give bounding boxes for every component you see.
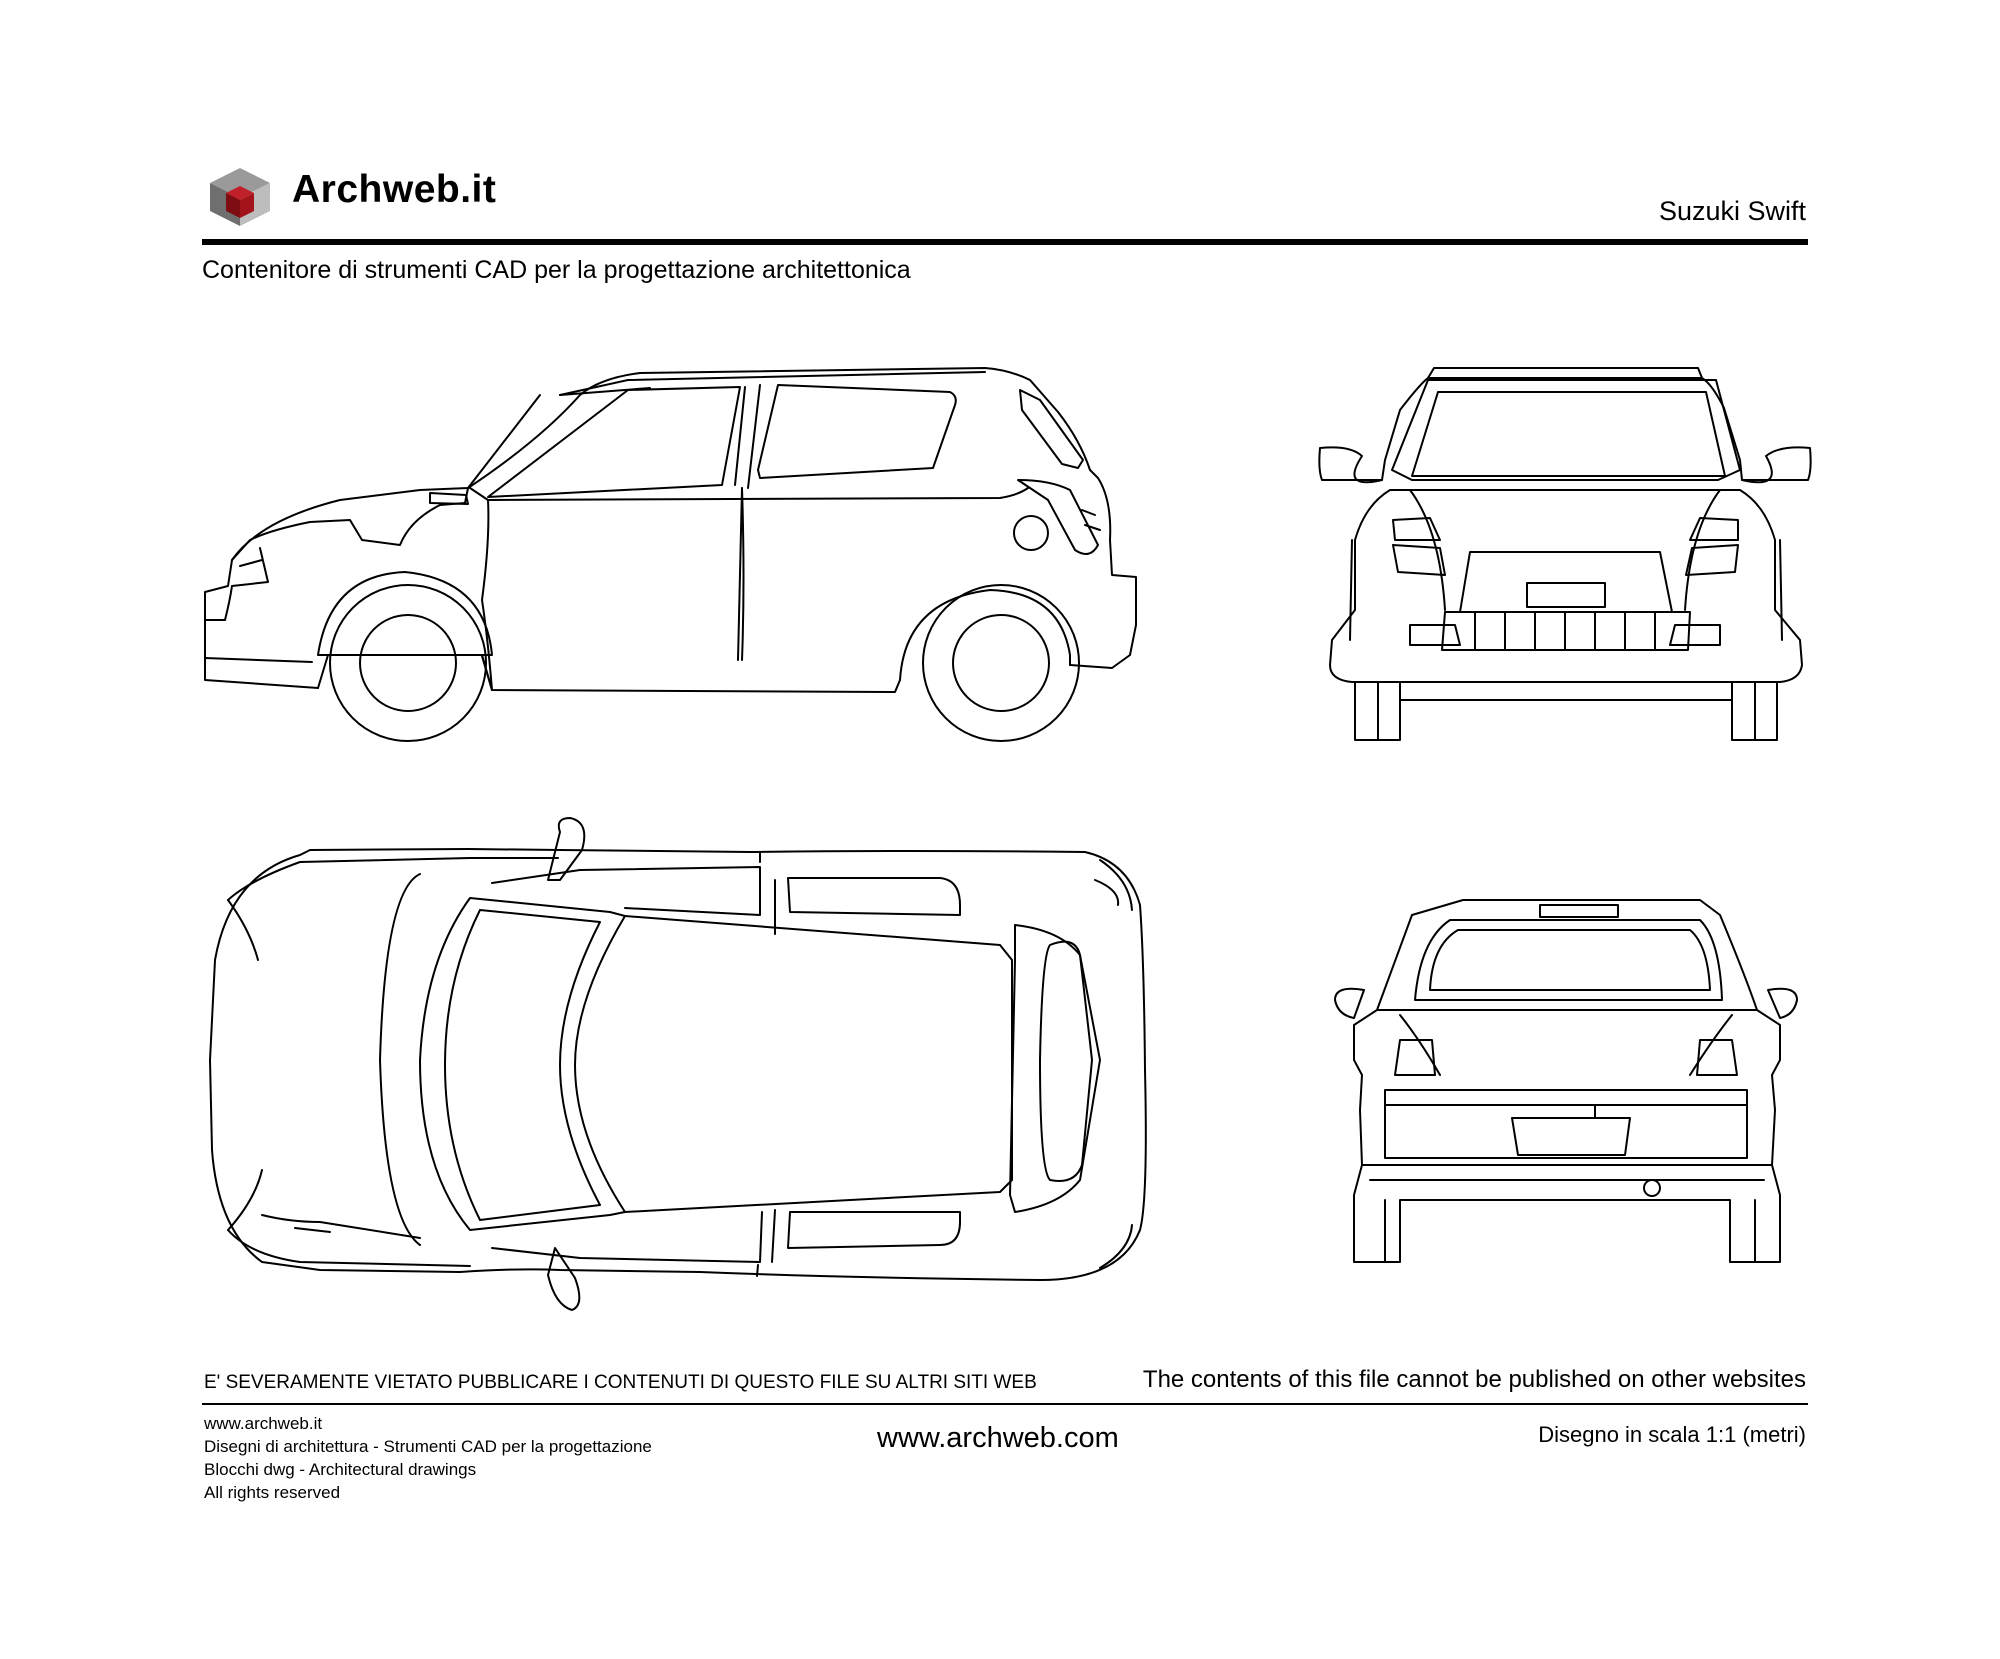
cube-icon (210, 168, 270, 226)
rear-view (1334, 899, 1798, 1263)
footer-line[interactable]: www.archweb.it (204, 1414, 323, 1433)
site-link[interactable]: www.archweb.com (877, 1422, 1119, 1454)
scale-note: Disegno in scala 1:1 (metri) (1538, 1422, 1806, 1447)
front-view (1318, 367, 1812, 741)
warning-italian: E' SEVERAMENTE VIETATO PUBBLICARE I CONT… (204, 1372, 1037, 1393)
page-title: Suzuki Swift (1658, 196, 1806, 226)
footer-divider (202, 1403, 1808, 1405)
header-divider (202, 239, 1808, 245)
side-view (204, 367, 1137, 742)
logo-text: Archweb.it (292, 168, 497, 211)
subtitle: Contenitore di strumenti CAD per la prog… (202, 256, 911, 284)
warning-english: The contents of this file cannot be publ… (1142, 1366, 1806, 1393)
footer-line: All rights reserved (204, 1483, 341, 1502)
footer-line: Blocchi dwg - Architectural drawings (204, 1460, 477, 1479)
footer-credits: www.archweb.it Disegni di architettura -… (204, 1412, 652, 1504)
footer-line: Disegni di architettura - Strumenti CAD … (204, 1437, 652, 1456)
top-view (209, 817, 1147, 1311)
